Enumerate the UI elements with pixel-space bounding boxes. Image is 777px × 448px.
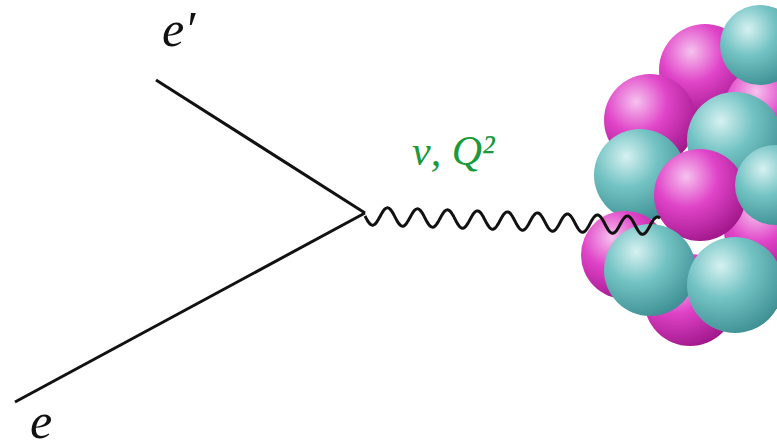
photon-wave bbox=[365, 208, 660, 235]
neutron bbox=[720, 5, 777, 85]
proton bbox=[654, 149, 746, 241]
outgoing-electron-line bbox=[156, 80, 365, 213]
photon-label: ν, Q² bbox=[412, 130, 495, 172]
neutron bbox=[687, 237, 777, 333]
scattered-electron-label: e′ bbox=[162, 4, 195, 54]
neutron bbox=[735, 145, 777, 225]
nucleus bbox=[581, 5, 777, 346]
neutron bbox=[604, 224, 696, 316]
incoming-electron-label: e bbox=[30, 396, 52, 446]
incoming-electron-line bbox=[15, 213, 365, 402]
